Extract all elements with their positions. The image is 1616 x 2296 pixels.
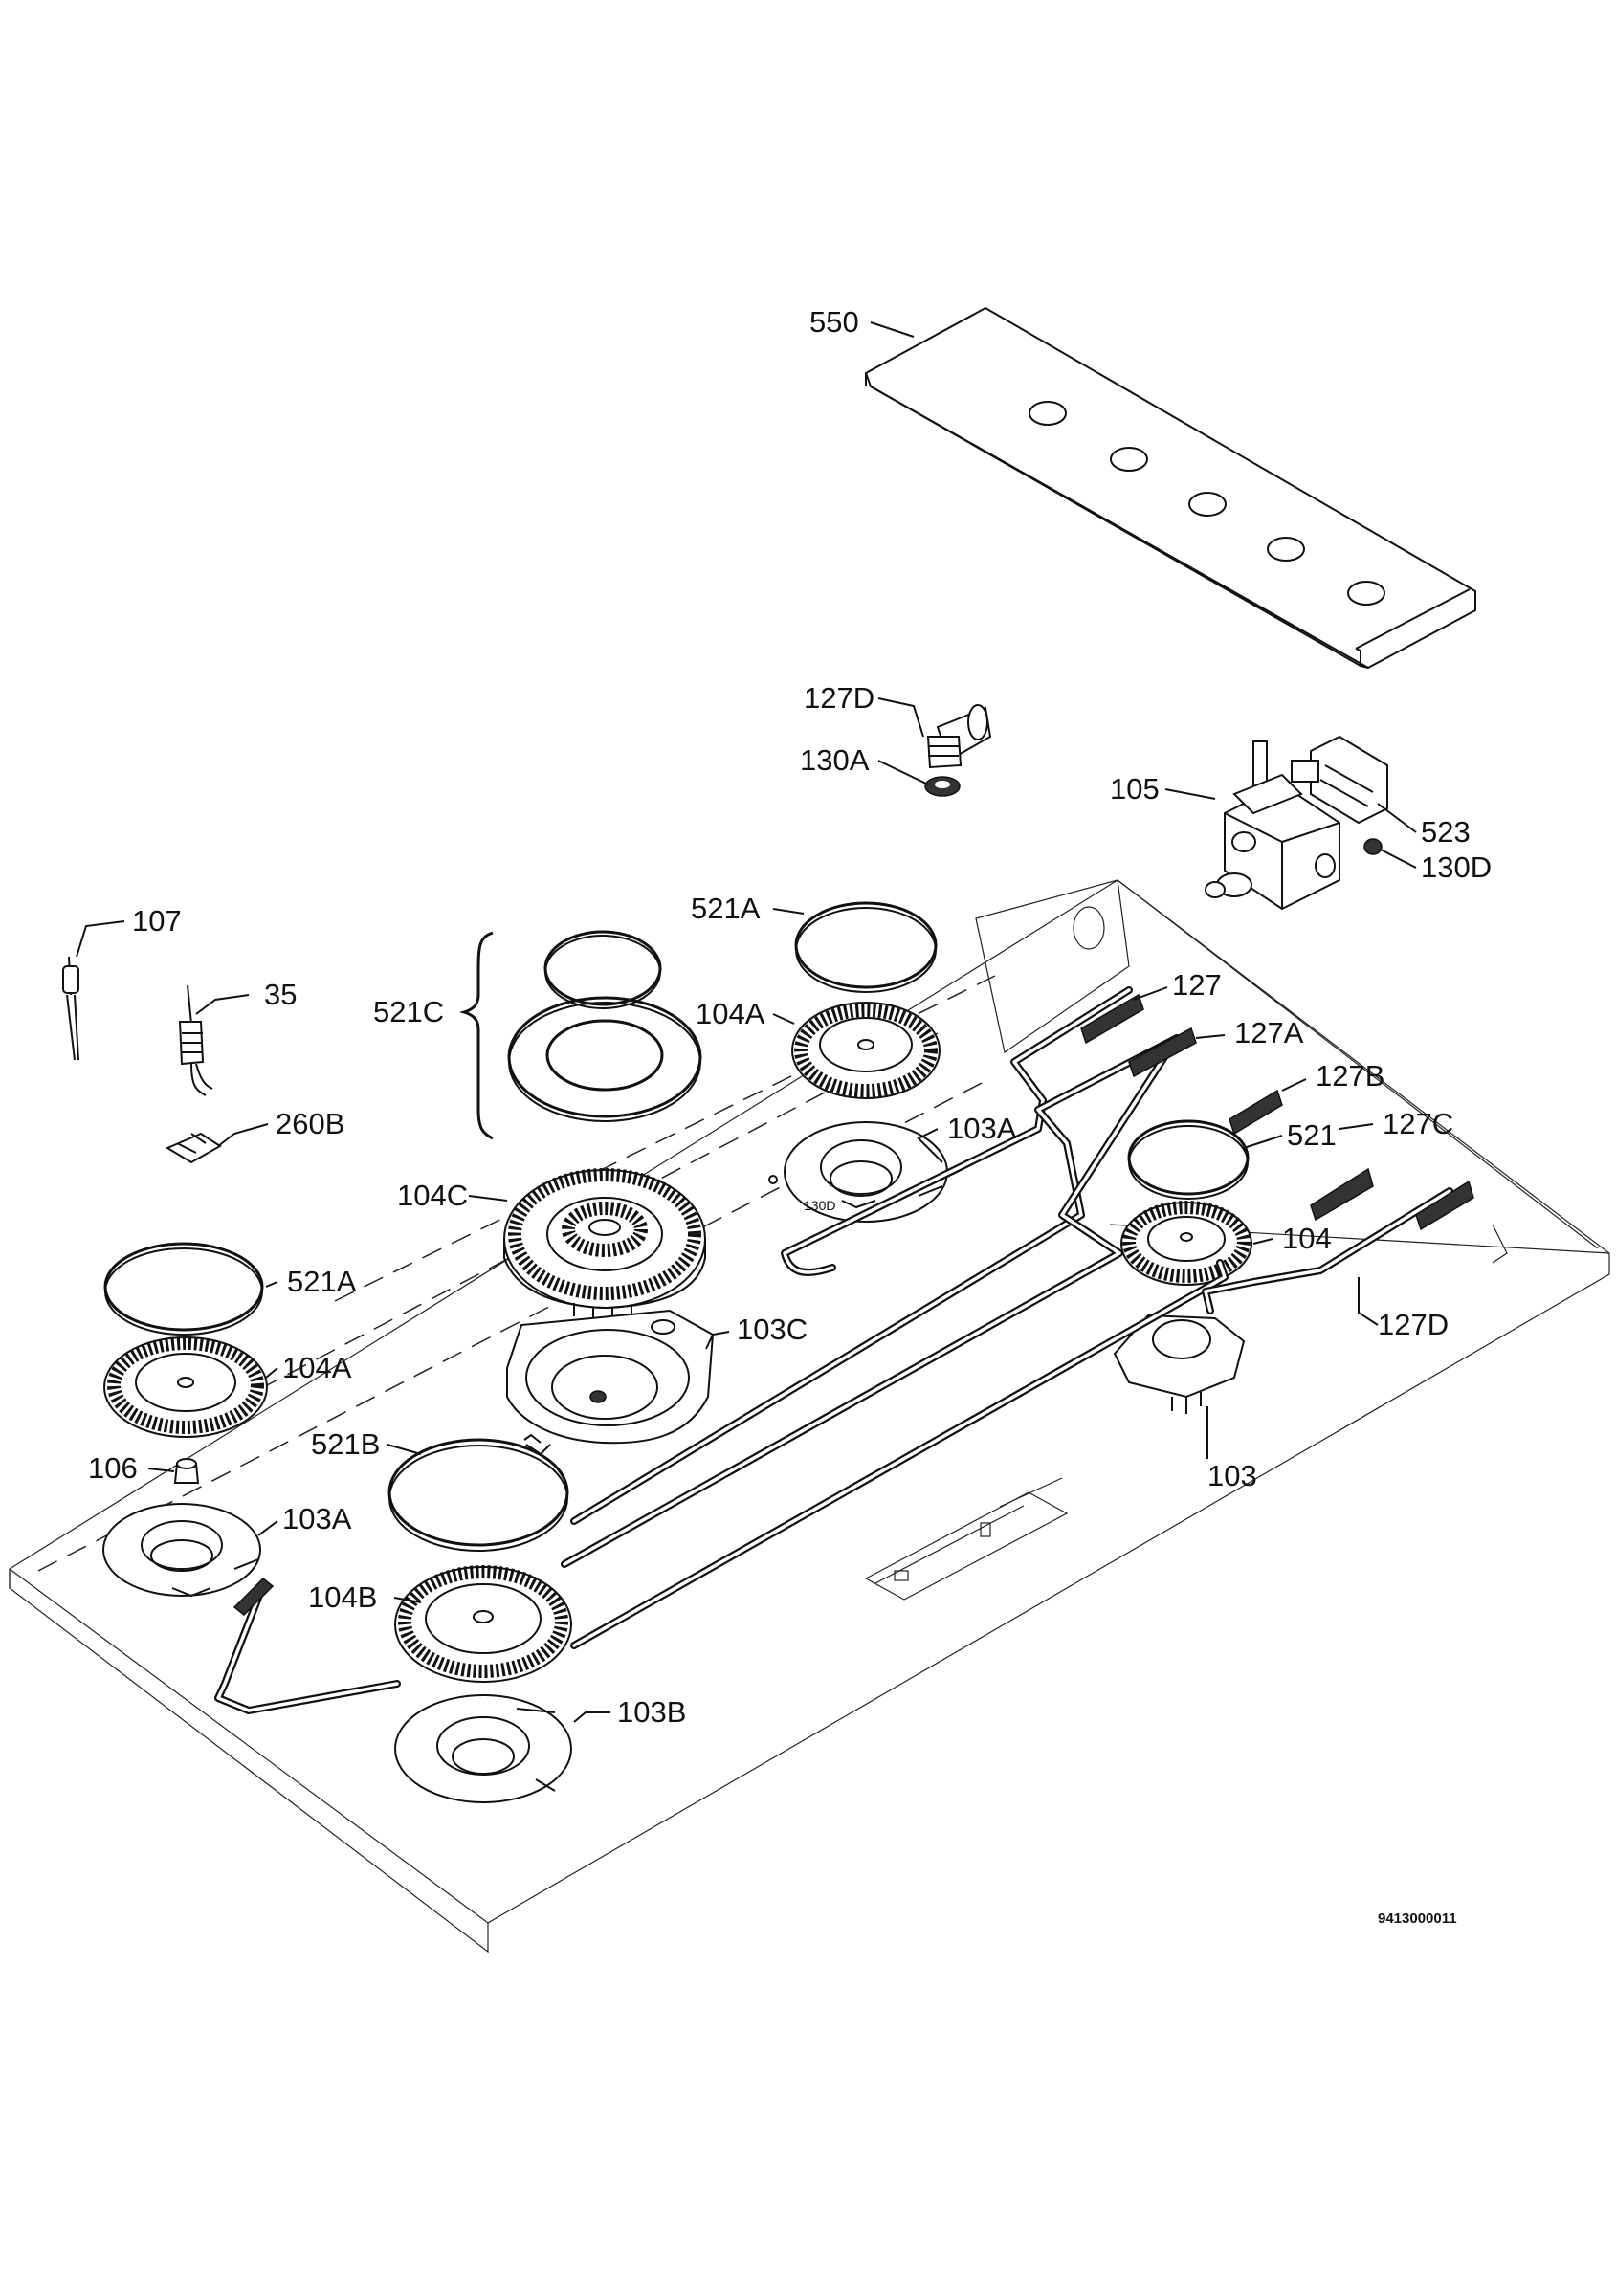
part-104A-crown-left: [103, 1336, 268, 1438]
part-523-bracket: [1291, 735, 1388, 825]
label-106: 106: [88, 1451, 138, 1485]
part-260B-clip: [165, 1132, 222, 1164]
part-104B-crown: [394, 1565, 572, 1683]
label-130A: 130A: [800, 743, 870, 777]
part-103C-cup: [506, 1309, 715, 1456]
label-127B: 127B: [1316, 1059, 1384, 1093]
label-127C: 127C: [1383, 1107, 1453, 1140]
label-104B: 104B: [308, 1580, 377, 1614]
label-260B: 260B: [276, 1107, 344, 1140]
label-127A: 127A: [1234, 1016, 1304, 1049]
part-103A-cup-left: [102, 1503, 261, 1598]
label-523: 523: [1421, 815, 1471, 849]
hob-body: [9, 879, 1610, 1954]
part-103B-cup: [394, 1694, 572, 1803]
label-105: 105: [1110, 772, 1160, 806]
label-103A-top: 103A: [947, 1112, 1017, 1145]
label-104A-top: 104A: [696, 997, 765, 1030]
part-521C-cap-set: [458, 930, 702, 1140]
part-127D-elbow: [926, 704, 992, 769]
label-130D-small: 130D: [804, 1198, 835, 1213]
pipe-connectors: [232, 993, 1474, 1617]
part-107-thermocouple: [62, 956, 79, 1061]
part-521B-cap: [387, 1433, 569, 1552]
leader-lines: [76, 321, 1417, 1723]
part-104-crown: [1120, 1201, 1252, 1286]
part-130D-nut: [1363, 838, 1383, 855]
label-127D-right: 127D: [1378, 1308, 1449, 1341]
label-521: 521: [1287, 1118, 1337, 1152]
label-103A-left: 103A: [282, 1502, 352, 1535]
part-35-electrode: [178, 984, 213, 1096]
part-550-control-panel: [864, 306, 1476, 670]
label-521B: 521B: [311, 1427, 380, 1461]
part-521-cap: [1127, 1119, 1250, 1200]
label-103B: 103B: [617, 1695, 686, 1729]
label-104A-left: 104A: [282, 1351, 352, 1384]
part-130D-small-screw: [768, 1175, 778, 1184]
label-103: 103: [1207, 1459, 1257, 1492]
label-104C: 104C: [397, 1179, 468, 1212]
label-521A-top: 521A: [691, 892, 761, 925]
drawing-code: 9413000011: [1378, 1910, 1457, 1927]
label-130D: 130D: [1421, 850, 1492, 884]
label-521A-left: 521A: [287, 1265, 357, 1298]
gas-pipes: [214, 986, 1453, 1714]
label-107: 107: [132, 904, 182, 938]
part-104C-triple-crown: [503, 1168, 706, 1324]
label-127D-top: 127D: [804, 681, 874, 715]
part-130A-nut: [924, 776, 961, 797]
part-104A-crown-rear: [791, 1002, 941, 1099]
part-521A-cap-rear: [794, 901, 938, 993]
label-521C: 521C: [373, 995, 444, 1028]
label-103C: 103C: [737, 1313, 808, 1346]
part-106-injector: [173, 1458, 200, 1484]
label-127: 127: [1172, 968, 1222, 1002]
part-521A-cap-left: [103, 1242, 264, 1336]
label-35: 35: [264, 978, 297, 1011]
part-labels: 550 127D 130A 105 523 130D 107 35 260B 5…: [88, 305, 1492, 1927]
label-104: 104: [1282, 1222, 1332, 1255]
part-105-gas-valve: [1205, 740, 1340, 911]
label-550: 550: [809, 305, 859, 339]
